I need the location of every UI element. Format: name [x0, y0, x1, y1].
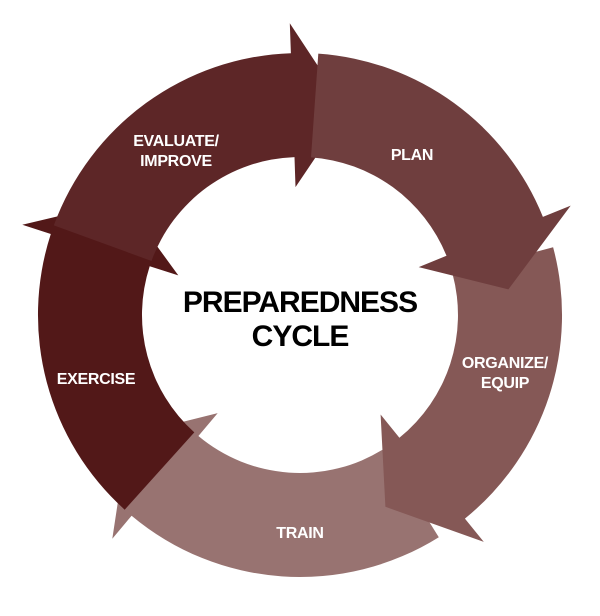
label-exercise: EXERCISE	[57, 371, 136, 388]
center-title-line1: PREPAREDNESS	[183, 286, 417, 319]
labels-layer: PLAN ORGANIZE/EQUIP TRAIN EXERCISE EVALUATE/…	[57, 133, 550, 542]
label-evaluate-line2: IMPROVE	[140, 153, 212, 170]
label-organize-line1: ORGANIZE/	[462, 355, 549, 372]
center-title: PREPAREDNESS CYCLE	[183, 286, 418, 353]
cycle-arrow-organize	[380, 247, 563, 542]
label-plan: PLAN	[391, 147, 433, 164]
label-evaluate-line1: EVALUATE/	[133, 133, 219, 150]
cycle-arrow-plan	[311, 53, 571, 290]
label-train: TRAIN	[276, 525, 323, 542]
center-title-line2: CYCLE	[252, 320, 349, 353]
cycle-arrow-exercise	[22, 200, 195, 510]
cycle-arrow-evaluate	[53, 23, 348, 262]
label-organize-line2: EQUIP	[481, 375, 530, 392]
segments-layer	[22, 23, 571, 577]
cycle-arrow-train	[112, 413, 439, 577]
